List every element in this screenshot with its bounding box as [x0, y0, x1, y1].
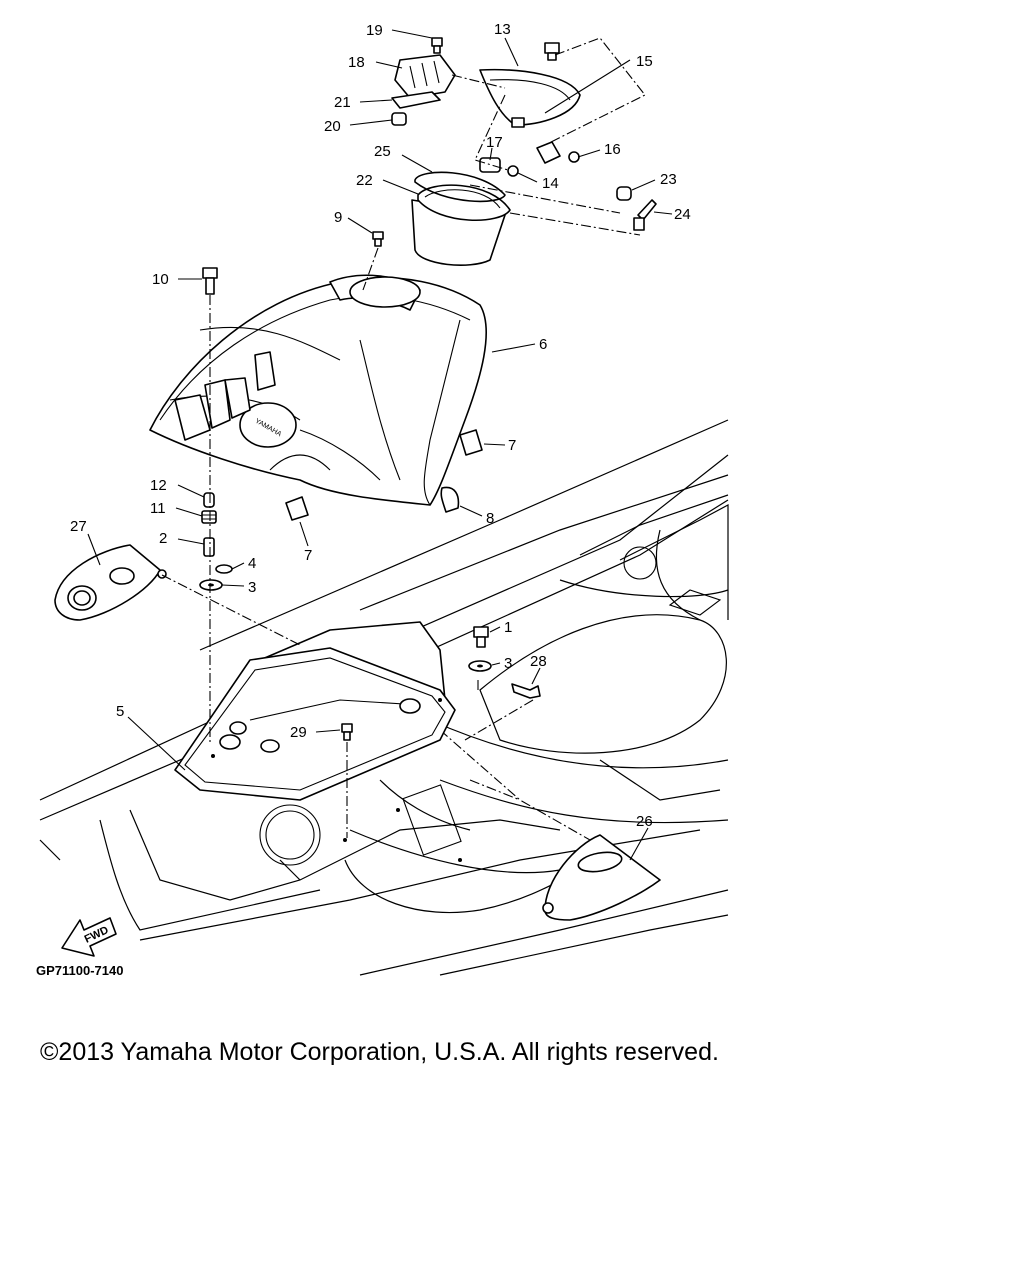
leader-lines	[87, 29, 673, 861]
callout-17: 17	[486, 134, 503, 151]
callout-1: 1	[504, 619, 512, 636]
callout-4: 4	[248, 555, 256, 572]
callout-16: 16	[604, 141, 621, 158]
top-cover	[479, 68, 581, 126]
base-tray	[174, 621, 462, 862]
copyright-notice: ©2013 Yamaha Motor Corporation, U.S.A. A…	[40, 1038, 719, 1066]
left-duct-cover	[54, 544, 167, 621]
callout-27: 27	[70, 518, 87, 535]
callout-2: 2	[159, 530, 167, 547]
callout-13: 13	[494, 21, 511, 38]
callout-19: 19	[366, 22, 383, 39]
yamaha-emblem	[239, 402, 297, 448]
callout-3a: 3	[248, 579, 256, 596]
callout-18: 18	[348, 54, 365, 71]
right-duct-cover	[542, 834, 661, 921]
diagram-code: GP71100-7140	[36, 963, 124, 978]
callout-21: 21	[334, 94, 351, 111]
callout-25: 25	[374, 143, 391, 160]
callout-6: 6	[539, 336, 547, 353]
callout-23: 23	[660, 171, 677, 188]
assembly-lines	[161, 37, 646, 838]
callout-5: 5	[116, 703, 124, 720]
callout-14: 14	[542, 175, 559, 192]
callout-12: 12	[150, 477, 167, 494]
callout-22: 22	[356, 172, 373, 189]
callout-11: 11	[150, 500, 166, 517]
callout-28: 28	[530, 653, 547, 670]
callout-8: 8	[486, 510, 494, 527]
storage-bucket	[411, 171, 511, 266]
callout-3b: 3	[504, 655, 512, 672]
callouts: 19 13 18 15 21 20 17 25 16 22 14 23 24 9…	[70, 21, 691, 830]
callout-10: 10	[152, 271, 169, 288]
hardware	[199, 37, 657, 741]
callout-20: 20	[324, 118, 341, 135]
callout-26: 26	[636, 813, 653, 830]
callout-15: 15	[636, 53, 653, 70]
forward-arrow-icon: FWD	[61, 917, 117, 957]
hood-cover: YAMAHA	[149, 274, 487, 506]
hull-deck	[39, 419, 729, 976]
callout-9: 9	[334, 209, 342, 226]
callout-7b: 7	[304, 547, 312, 564]
callout-7a: 7	[508, 437, 516, 454]
callout-29: 29	[290, 724, 307, 741]
callout-24: 24	[674, 206, 691, 223]
latch	[391, 54, 456, 109]
